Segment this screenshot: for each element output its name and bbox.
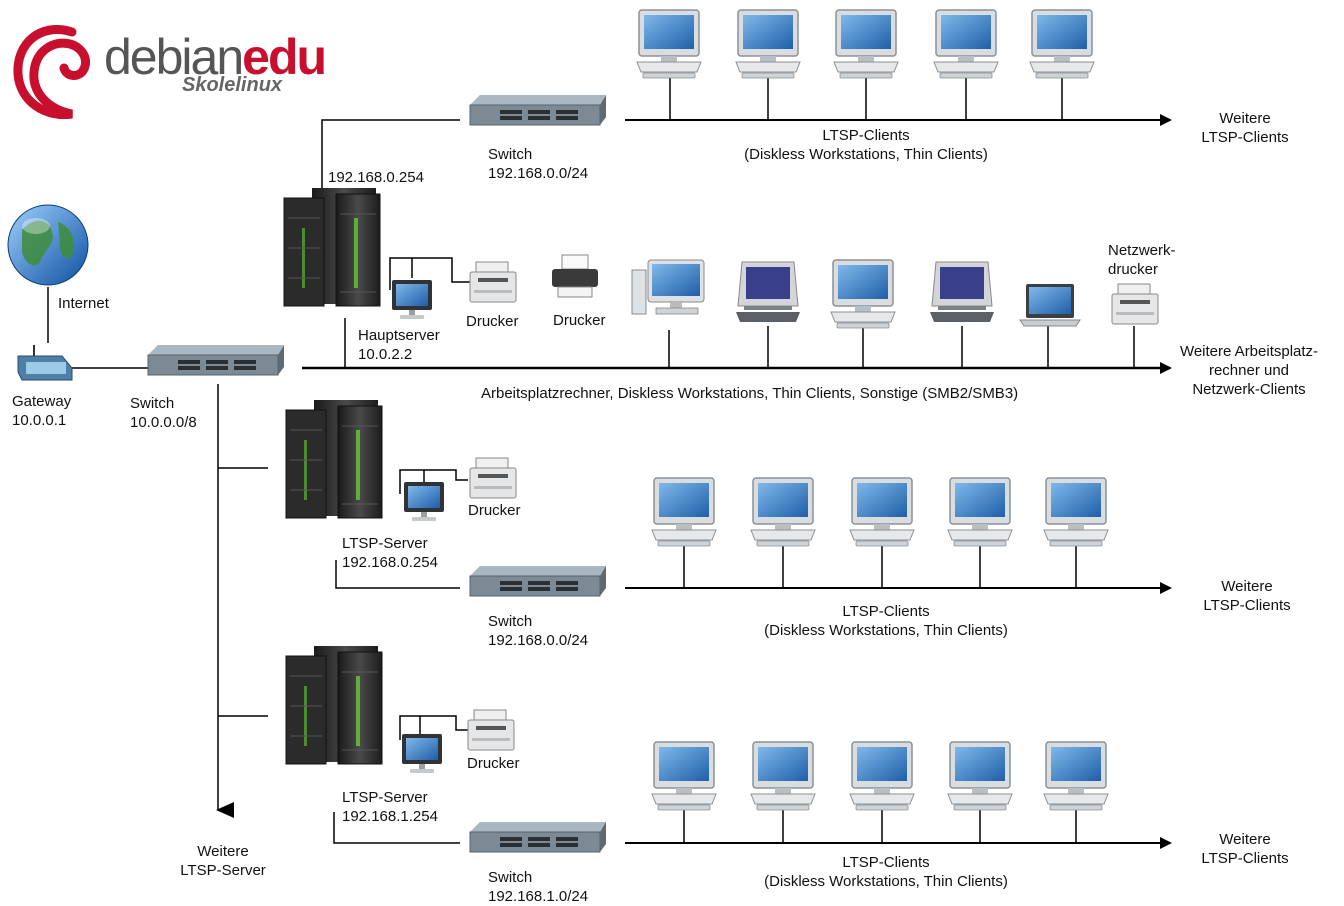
console-monitor-icon bbox=[404, 482, 444, 521]
thin-client-icon bbox=[651, 741, 717, 811]
workstation-icon bbox=[830, 259, 896, 329]
thin-client-icon bbox=[651, 477, 717, 547]
printer-label: Drucker bbox=[553, 312, 606, 329]
printer-label: Drucker bbox=[468, 502, 521, 519]
ltsp-server-icon bbox=[285, 645, 383, 765]
printer-icon bbox=[467, 709, 515, 751]
gateway-router-icon bbox=[17, 345, 73, 381]
ltsp-clients-group bbox=[636, 9, 1095, 79]
thin-client-icon bbox=[750, 741, 816, 811]
ltsp-clients-label: LTSP-Clients(Diskless Workstations, Thin… bbox=[744, 127, 988, 163]
network-printer-icon bbox=[1111, 283, 1159, 325]
switch-icon bbox=[469, 565, 607, 597]
printer-label: Drucker bbox=[466, 313, 519, 330]
workstation-icon bbox=[735, 261, 801, 323]
console-monitor-icon bbox=[402, 734, 442, 773]
thin-client-icon bbox=[636, 9, 702, 79]
main-switch-icon bbox=[147, 344, 285, 376]
debian-edu-logo: debianedu Skolelinux bbox=[10, 14, 327, 124]
printer-icon bbox=[469, 457, 517, 499]
switch-icon bbox=[469, 821, 607, 853]
ltsp-clients-label: LTSP-Clients(Diskless Workstations, Thin… bbox=[764, 603, 1008, 639]
internet-globe-icon bbox=[7, 204, 89, 286]
thin-client-icon bbox=[933, 9, 999, 79]
workstation-icon bbox=[631, 259, 705, 315]
workstation-icon bbox=[929, 261, 995, 323]
thin-client-icon bbox=[735, 9, 801, 79]
ltsp-clients-label: LTSP-Clients(Diskless Workstations, Thin… bbox=[764, 854, 1008, 890]
printer-icon bbox=[551, 254, 599, 298]
thin-client-icon bbox=[1043, 477, 1109, 547]
connection-lines bbox=[47, 78, 1172, 849]
ltsp-clients-group bbox=[651, 741, 1109, 811]
network-printer-label: Netzwerk-drucker bbox=[1108, 242, 1176, 278]
thin-client-icon bbox=[1043, 741, 1109, 811]
printer-label: Drucker bbox=[467, 755, 520, 772]
thin-client-icon bbox=[1029, 9, 1095, 79]
switch-icon bbox=[469, 94, 607, 126]
thin-client-icon bbox=[849, 741, 915, 811]
logo-subtitle: Skolelinux bbox=[182, 74, 283, 96]
ltsp-server-icon bbox=[285, 399, 383, 519]
workstations-caption: Arbeitsplatzrechner, Diskless Workstatio… bbox=[481, 385, 1019, 402]
workstations-group bbox=[631, 259, 1159, 329]
printer-icon bbox=[469, 261, 517, 303]
laptop-icon bbox=[1019, 283, 1081, 327]
ltsp-clients-group bbox=[651, 477, 1109, 547]
thin-client-icon bbox=[947, 477, 1013, 547]
console-monitor-icon bbox=[392, 280, 432, 319]
internet-label: Internet bbox=[58, 295, 109, 312]
thin-client-icon bbox=[849, 477, 915, 547]
thin-client-icon bbox=[750, 477, 816, 547]
main-server-icon bbox=[283, 187, 381, 307]
debian-swirl-icon bbox=[13, 25, 90, 120]
main-server-uplink-ip: 192.168.0.254 bbox=[328, 169, 424, 186]
thin-client-icon bbox=[833, 9, 899, 79]
logo-wordmark: debianedu bbox=[104, 29, 327, 85]
thin-client-icon bbox=[947, 741, 1013, 811]
